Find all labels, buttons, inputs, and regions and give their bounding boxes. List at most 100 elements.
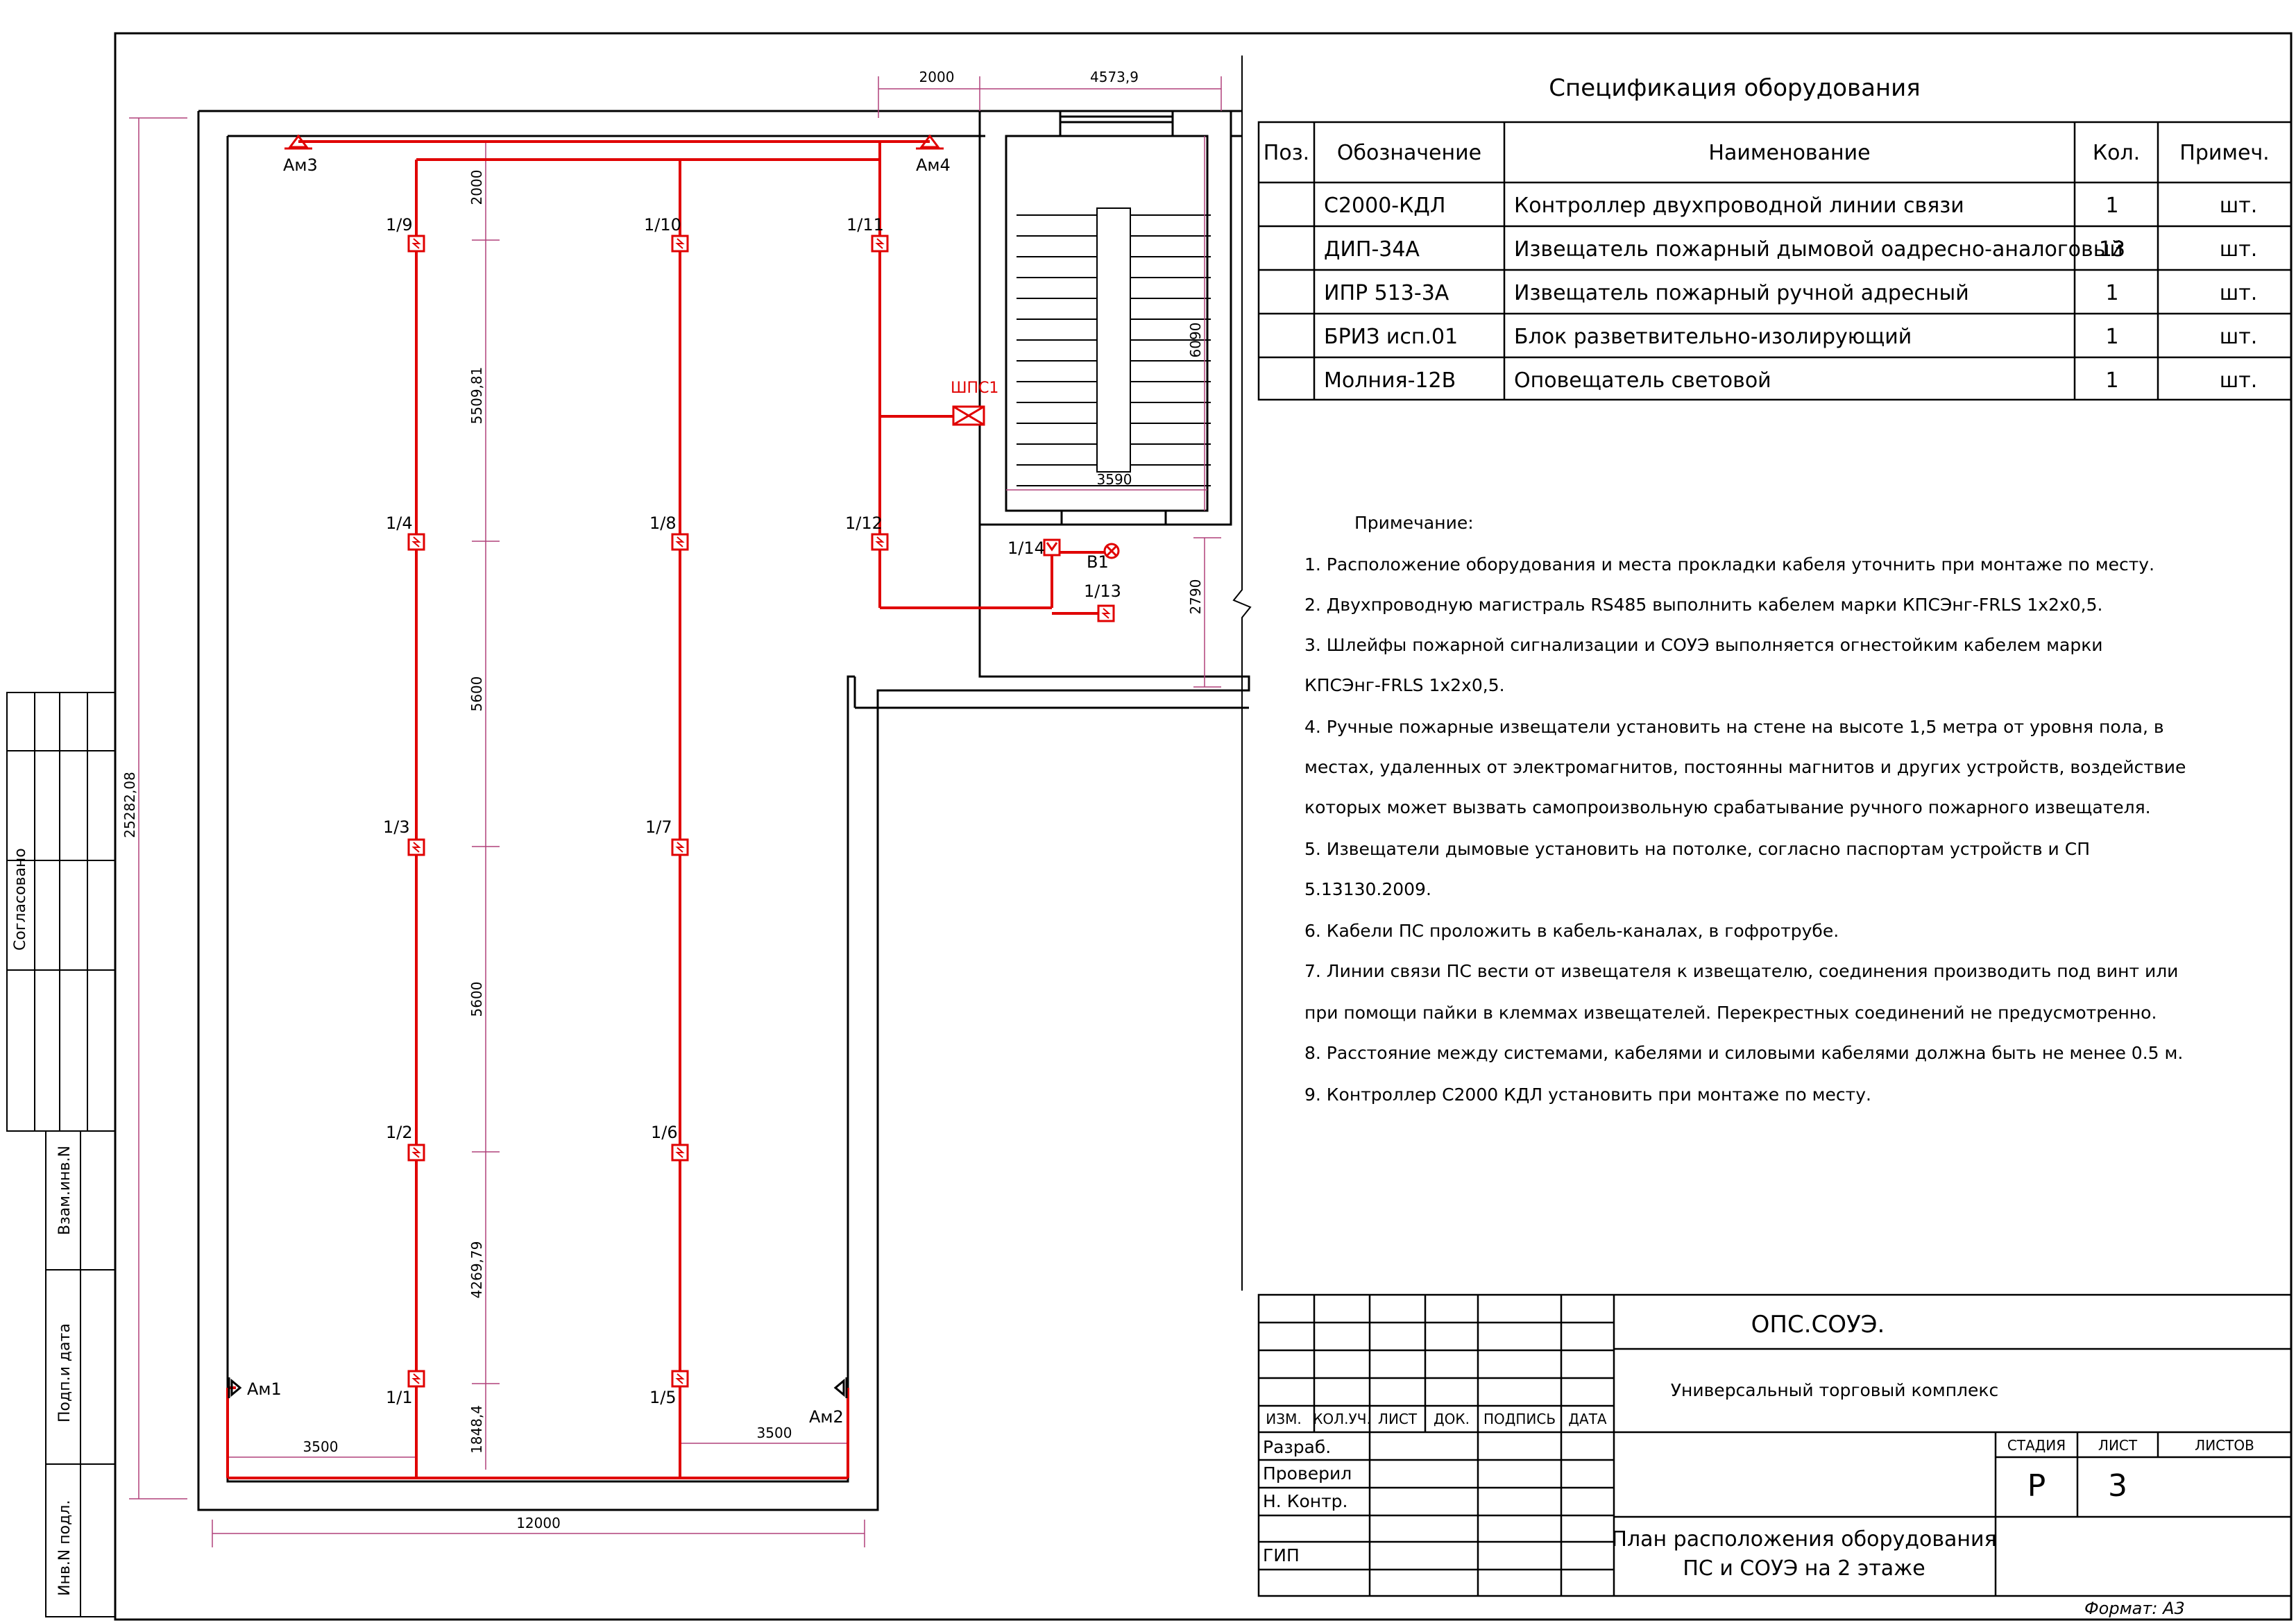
note-line: 4. Ручные пожарные извещатели установить… bbox=[1304, 717, 2164, 737]
detector-1-4: 1/4 bbox=[386, 513, 413, 533]
spec-cell-qty: 1 bbox=[2105, 194, 2118, 218]
detector-1-9: 1/9 bbox=[386, 215, 413, 235]
stamp-role-razrab: Разраб. bbox=[1263, 1437, 1331, 1457]
format-label: Формат: А3 bbox=[2084, 1599, 2185, 1618]
spec-cell-name: Блок разветвительно-изолирующий bbox=[1514, 325, 1912, 349]
spec-cell-qty: 1 bbox=[2105, 325, 2118, 349]
siren-am2-label: Ам2 bbox=[809, 1407, 844, 1427]
stamp-sheet-label: ЛИСТ bbox=[2098, 1437, 2138, 1454]
spec-cell-note: шт. bbox=[2220, 194, 2257, 218]
stamp-sheet-title-1: План расположения оборудования bbox=[1611, 1527, 1996, 1552]
stamp-col-izm: ИЗМ. bbox=[1266, 1411, 1301, 1427]
spec-cell-designation: ДИП-34А bbox=[1324, 237, 1420, 262]
title-block-grid bbox=[1257, 1293, 2293, 1597]
spec-header-designation: Обозначение bbox=[1337, 141, 1481, 165]
spec-row: ИПР 513-3А Извещатель пожарный ручной ад… bbox=[1324, 281, 2257, 305]
stamp-object: Универсальный торговый комплекс bbox=[1671, 1380, 1999, 1400]
dim-2000-top: 2000 bbox=[919, 69, 955, 85]
siren-am3-label: Ам3 bbox=[283, 155, 318, 175]
spec-cell-name: Извещатель пожарный дымовой оадресно-ана… bbox=[1514, 237, 2123, 262]
note-line: 8. Расстояние между системами, кабелями … bbox=[1304, 1043, 2183, 1063]
spec-title: Спецификация оборудования bbox=[1549, 74, 1920, 102]
fire-loop-wiring bbox=[226, 140, 1110, 1479]
stamp-col-dok: ДОК. bbox=[1434, 1411, 1470, 1427]
dim-25282: 25282,08 bbox=[121, 772, 138, 838]
break-line bbox=[1232, 56, 1252, 1291]
spec-row: Молния-12В Оповещатель световой 1 шт. bbox=[1324, 368, 2257, 393]
note-line: 3. Шлейфы пожарной сигнализации и СОУЭ в… bbox=[1304, 635, 2103, 655]
stamp-stage: Р bbox=[2027, 1468, 2046, 1504]
stamp-col-koluch: КОЛ.УЧ. bbox=[1313, 1411, 1371, 1427]
detector-1-11: 1/11 bbox=[847, 215, 884, 235]
dim-5600-a: 5600 bbox=[468, 677, 485, 712]
notes-heading: Примечание: bbox=[1354, 513, 1474, 533]
beacon-b1-icon bbox=[1103, 543, 1120, 559]
spec-cell-name: Контроллер двухпроводной линии связи bbox=[1514, 194, 1964, 218]
stamp-sheet: 3 bbox=[2108, 1468, 2127, 1504]
detector-1-2: 1/2 bbox=[386, 1123, 413, 1142]
note-line: КПСЭнг-FRLS 1х2х0,5. bbox=[1304, 675, 1505, 695]
spec-row: С2000-КДЛ Контроллер двухпроводной линии… bbox=[1324, 194, 2257, 218]
note-line: 6. Кабели ПС проложить в кабель-каналах,… bbox=[1304, 921, 1839, 941]
note-line: 2. Двухпроводную магистраль RS485 выполн… bbox=[1304, 595, 2102, 615]
stamp-col-podpis: ПОДПИСЬ bbox=[1483, 1411, 1556, 1427]
detector-1-14: 1/14 bbox=[1007, 538, 1045, 558]
beacon-b1-label: В1 bbox=[1087, 552, 1109, 572]
detector-1-10: 1/10 bbox=[644, 215, 681, 235]
siren-am2-icon bbox=[833, 1377, 848, 1398]
note-line: местах, удаленных от электромагнитов, по… bbox=[1304, 757, 2186, 777]
siren-am3-icon bbox=[284, 134, 312, 150]
dim-5600-b: 5600 bbox=[468, 982, 485, 1017]
dim-4573: 4573,9 bbox=[1090, 69, 1139, 85]
stamp-sheet-title-2: ПС и СОУЭ на 2 этаже bbox=[1683, 1556, 1925, 1581]
spec-cell-designation: С2000-КДЛ bbox=[1324, 194, 1445, 218]
stamp-role-gip: ГИП bbox=[1263, 1545, 1300, 1565]
note-line: 7. Линии связи ПС вести от извещателя к … bbox=[1304, 961, 2178, 981]
manual-call-point-icon bbox=[1043, 538, 1061, 556]
spec-row: ДИП-34А Извещатель пожарный дымовой оадр… bbox=[1324, 237, 2257, 262]
spec-cell-qty: 1 bbox=[2105, 368, 2118, 393]
dim-2000-v: 2000 bbox=[468, 170, 485, 205]
stamp-role-proveril: Проверил bbox=[1263, 1463, 1352, 1484]
detector-1-1: 1/1 bbox=[386, 1388, 413, 1407]
spec-cell-note: шт. bbox=[2220, 237, 2257, 262]
spec-header-qty: Кол. bbox=[2093, 141, 2140, 165]
note-line: 5. Извещатели дымовые установить на пото… bbox=[1304, 839, 2090, 859]
siren-am4-label: Ам4 bbox=[916, 155, 951, 175]
spec-cell-name: Извещатель пожарный ручной адресный bbox=[1514, 281, 1969, 305]
smoke-detectors bbox=[407, 235, 1115, 1388]
stamp-stage-label: СТАДИЯ bbox=[2007, 1437, 2066, 1454]
briz-shps1-icon bbox=[952, 405, 985, 426]
note-line: которых может вызвать самопроизвольную с… bbox=[1304, 797, 2151, 817]
spec-cell-qty: 1 bbox=[2105, 281, 2118, 305]
spec-header-note: Примеч. bbox=[2179, 141, 2269, 165]
dim-3500-b: 3500 bbox=[757, 1425, 792, 1441]
detector-1-6: 1/6 bbox=[651, 1123, 678, 1142]
note-line: 9. Контроллер С2000 КДЛ установить при м… bbox=[1304, 1085, 1871, 1105]
dim-2790: 2790 bbox=[1187, 579, 1204, 615]
note-line: 1. Расположение оборудования и места про… bbox=[1304, 554, 2154, 575]
siren-am1-icon bbox=[228, 1377, 242, 1398]
dim-3590: 3590 bbox=[1097, 471, 1132, 488]
spec-header-name: Наименование bbox=[1708, 141, 1870, 165]
smoke-detector-glyphs bbox=[411, 238, 1111, 1384]
podp-label: Подп.и дата bbox=[56, 1323, 74, 1422]
stamp-role-nkontr: Н. Контр. bbox=[1263, 1491, 1347, 1511]
spec-cell-note: шт. bbox=[2220, 325, 2257, 349]
spec-cell-qty: 13 bbox=[2099, 237, 2125, 262]
shps1-label: ШПС1 bbox=[951, 380, 998, 397]
spec-table-grid bbox=[1257, 121, 2293, 401]
spec-cell-designation: ИПР 513-3А bbox=[1324, 281, 1449, 305]
detector-1-8: 1/8 bbox=[649, 513, 677, 533]
side-strip bbox=[6, 692, 116, 1617]
siren-am1-label: Ам1 bbox=[247, 1379, 282, 1399]
detector-1-13: 1/13 bbox=[1084, 581, 1121, 601]
spec-cell-name: Оповещатель световой bbox=[1514, 368, 1771, 393]
vzam-label: Взам.инв.N bbox=[56, 1146, 74, 1235]
spec-header-pos: Поз. bbox=[1264, 141, 1309, 165]
stamp-sheets-label: ЛИСТОВ bbox=[2195, 1437, 2254, 1454]
note-line: при помощи пайки в клеммах извещателей. … bbox=[1304, 1003, 2157, 1023]
notes-list: 1. Расположение оборудования и места про… bbox=[1304, 554, 2186, 1105]
detector-1-12: 1/12 bbox=[845, 513, 883, 533]
